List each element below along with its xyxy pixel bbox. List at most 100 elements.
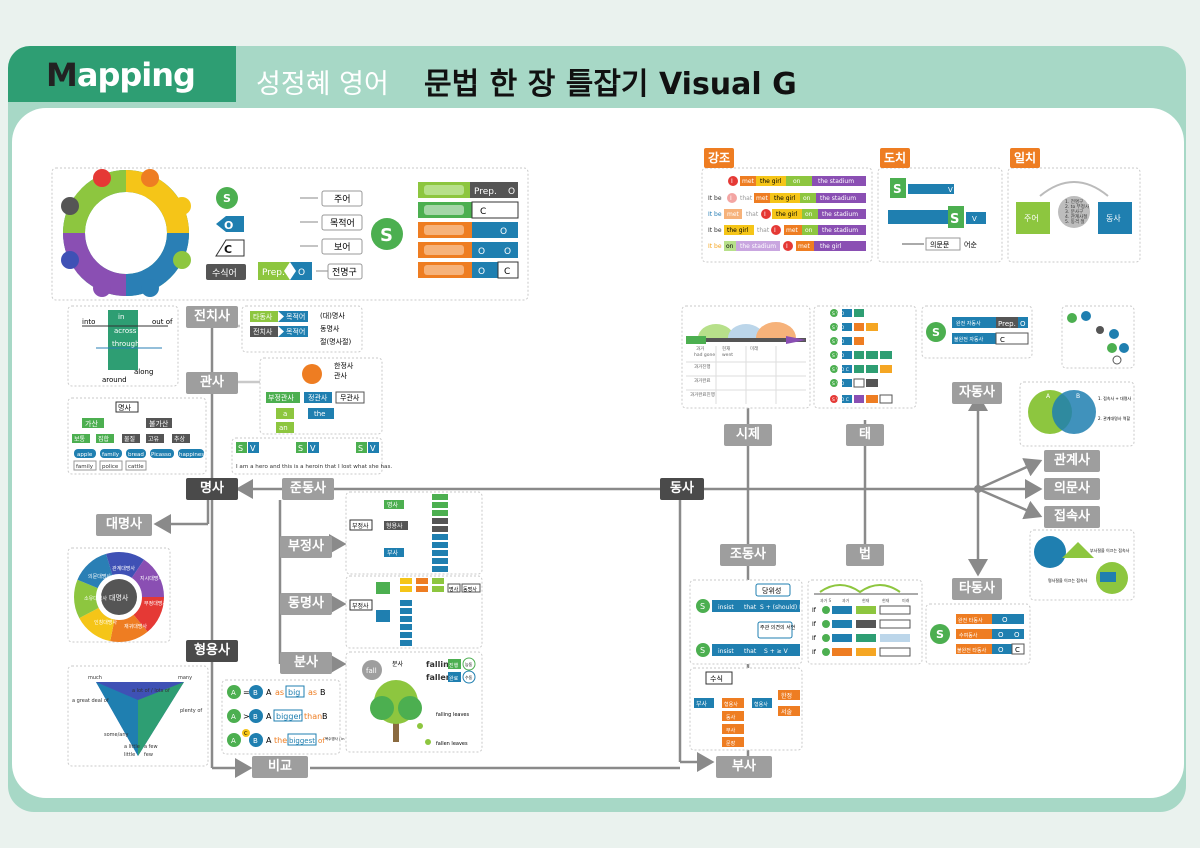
- sentence-structure-panel: Pre. Pro. Conj. Int. adv. V S O C 수식어 Pr…: [51, 167, 529, 301]
- node-conjunction[interactable]: 접속사: [1044, 506, 1100, 528]
- svg-text:into: into: [82, 318, 95, 326]
- svg-text:falling leaves: falling leaves: [436, 712, 469, 718]
- svg-text:A: A: [266, 712, 272, 721]
- node-preposition[interactable]: 전치사: [186, 306, 238, 328]
- node-verb[interactable]: 동사: [660, 478, 704, 500]
- svg-text:>: >: [243, 712, 250, 721]
- svg-text:2. 관계대명사 역할: 2. 관계대명사 역할: [1098, 415, 1130, 421]
- node-intransitive[interactable]: 자동사: [952, 382, 1002, 404]
- node-article[interactable]: 관사: [186, 372, 238, 394]
- tag-inversion[interactable]: 도치: [880, 148, 910, 168]
- parts-of-speech-puzzle: Pre. Pro. Conj. Int. adv. V: [61, 169, 191, 297]
- node-gerund[interactable]: 동명사: [280, 593, 332, 615]
- svg-text:that: that: [740, 195, 753, 202]
- svg-text:had gone: had gone: [694, 352, 715, 358]
- brand-logo: Mapping: [46, 56, 196, 94]
- mood-panel: 과거 S 과거 현재 현재 미래 If If If If: [807, 579, 923, 665]
- svg-text:목적어: 목적어: [286, 312, 305, 321]
- gerund-panel: 부정사 명사 동명사: [345, 575, 483, 649]
- node-auxiliary[interactable]: 조동사: [720, 544, 776, 566]
- tag-emphasis[interactable]: 강조: [704, 148, 734, 168]
- svg-text:형용사: 형용사: [724, 701, 738, 708]
- svg-text:on: on: [805, 211, 813, 218]
- node-interrogative[interactable]: 의문사: [1044, 478, 1100, 500]
- svg-text:It be: It be: [708, 211, 722, 218]
- svg-text:many: many: [178, 675, 192, 681]
- svg-text:과거 S: 과거 S: [820, 597, 832, 603]
- brand-tab: [8, 46, 236, 102]
- svg-text:on: on: [726, 243, 734, 250]
- node-tense[interactable]: 시제: [724, 424, 772, 446]
- svg-text:the stadium: the stadium: [820, 195, 856, 202]
- svg-text:B: B: [1076, 393, 1080, 400]
- node-participle[interactable]: 분사: [280, 652, 332, 674]
- svg-text:S: S: [936, 628, 944, 641]
- svg-text:S + (should) R: S + (should) R: [760, 604, 803, 611]
- svg-text:관계대명사: 관계대명사: [112, 565, 135, 572]
- svg-text:2. to 부정사: 2. to 부정사: [1065, 203, 1090, 210]
- svg-text:on: on: [805, 227, 813, 234]
- svg-text:O: O: [998, 631, 1004, 639]
- svg-text:S: S: [358, 444, 363, 453]
- svg-text:목적어: 목적어: [286, 327, 305, 336]
- svg-text:타동사: 타동사: [253, 312, 273, 321]
- svg-text:능동: 능동: [465, 661, 473, 667]
- svg-text:정관사: 정관사: [308, 393, 328, 402]
- svg-text:falling: falling: [426, 660, 455, 669]
- svg-text:B: B: [253, 689, 258, 697]
- node-comparison[interactable]: 비교: [252, 756, 308, 778]
- node-transitive[interactable]: 타동사: [952, 578, 1002, 600]
- svg-text:met: met: [786, 227, 799, 234]
- node-verbal[interactable]: 준동사: [282, 478, 334, 500]
- svg-text:a few: a few: [144, 744, 158, 750]
- node-voice[interactable]: 태: [846, 424, 884, 446]
- svg-text:If: If: [812, 621, 817, 628]
- svg-text:fallen leaves: fallen leaves: [436, 741, 468, 747]
- svg-text:apple: apple: [77, 452, 93, 458]
- pronoun-center: 대명사: [109, 593, 129, 602]
- svg-text:O: O: [478, 247, 485, 257]
- svg-text:5. 동격 절: 5. 동격 절: [1065, 218, 1085, 225]
- svg-text:인칭대명사: 인칭대명사: [94, 619, 117, 626]
- node-adverb[interactable]: 부사: [716, 756, 772, 778]
- object-tag: [216, 216, 244, 232]
- svg-text:고유: 고유: [148, 436, 160, 443]
- node-pronoun[interactable]: 대명사: [96, 514, 152, 536]
- svg-text:If: If: [812, 607, 817, 614]
- svg-text:insist: insist: [718, 648, 734, 655]
- sv-sentence: I am a hero and this is a heroin that I …: [236, 464, 392, 470]
- svg-text:부정사: 부정사: [352, 522, 369, 530]
- svg-text:that: that: [744, 604, 757, 611]
- line-to-conjunction: [977, 487, 1043, 520]
- node-adjective[interactable]: 형용사: [186, 640, 238, 662]
- role-subject: 주어: [334, 194, 351, 205]
- svg-text:보통: 보통: [74, 436, 86, 443]
- svg-text:불완전 자동사: 불완전 자동사: [954, 336, 984, 343]
- svg-text:수동: 수동: [465, 674, 473, 680]
- svg-text:A: A: [231, 713, 236, 721]
- node-noun[interactable]: 명사: [186, 478, 238, 500]
- svg-text:V: V: [310, 444, 316, 453]
- svg-text:V: V: [948, 186, 953, 194]
- svg-text:Prep.: Prep.: [474, 187, 497, 197]
- svg-text:C: C: [1015, 646, 1020, 654]
- svg-text:S: S: [700, 602, 705, 611]
- node-infinitive[interactable]: 부정사: [280, 536, 332, 558]
- svg-text:전치사: 전치사: [253, 327, 273, 336]
- svg-text:O: O: [504, 247, 511, 257]
- svg-text:Prep.: Prep.: [262, 268, 285, 278]
- svg-text:1. 전명구: 1. 전명구: [1065, 198, 1083, 205]
- node-relative[interactable]: 관계사: [1044, 450, 1100, 472]
- node-mood[interactable]: 법: [846, 544, 884, 566]
- adverb-panel: 수식 부사 형용사 동사 부사 문장 형용사 한정 서술: [689, 667, 803, 751]
- svg-text:C: C: [244, 731, 248, 737]
- svg-text:O: O: [298, 268, 305, 278]
- svg-text:지시대명사: 지시대명사: [140, 575, 163, 582]
- svg-text:much: much: [88, 675, 102, 681]
- svg-text:met: met: [798, 243, 811, 250]
- svg-text:S V O: S V O: [832, 353, 845, 359]
- tag-agreement[interactable]: 일치: [1010, 148, 1040, 168]
- svg-text:B: B: [253, 713, 258, 721]
- svg-text:insist: insist: [718, 604, 734, 611]
- svg-text:as: as: [275, 688, 284, 697]
